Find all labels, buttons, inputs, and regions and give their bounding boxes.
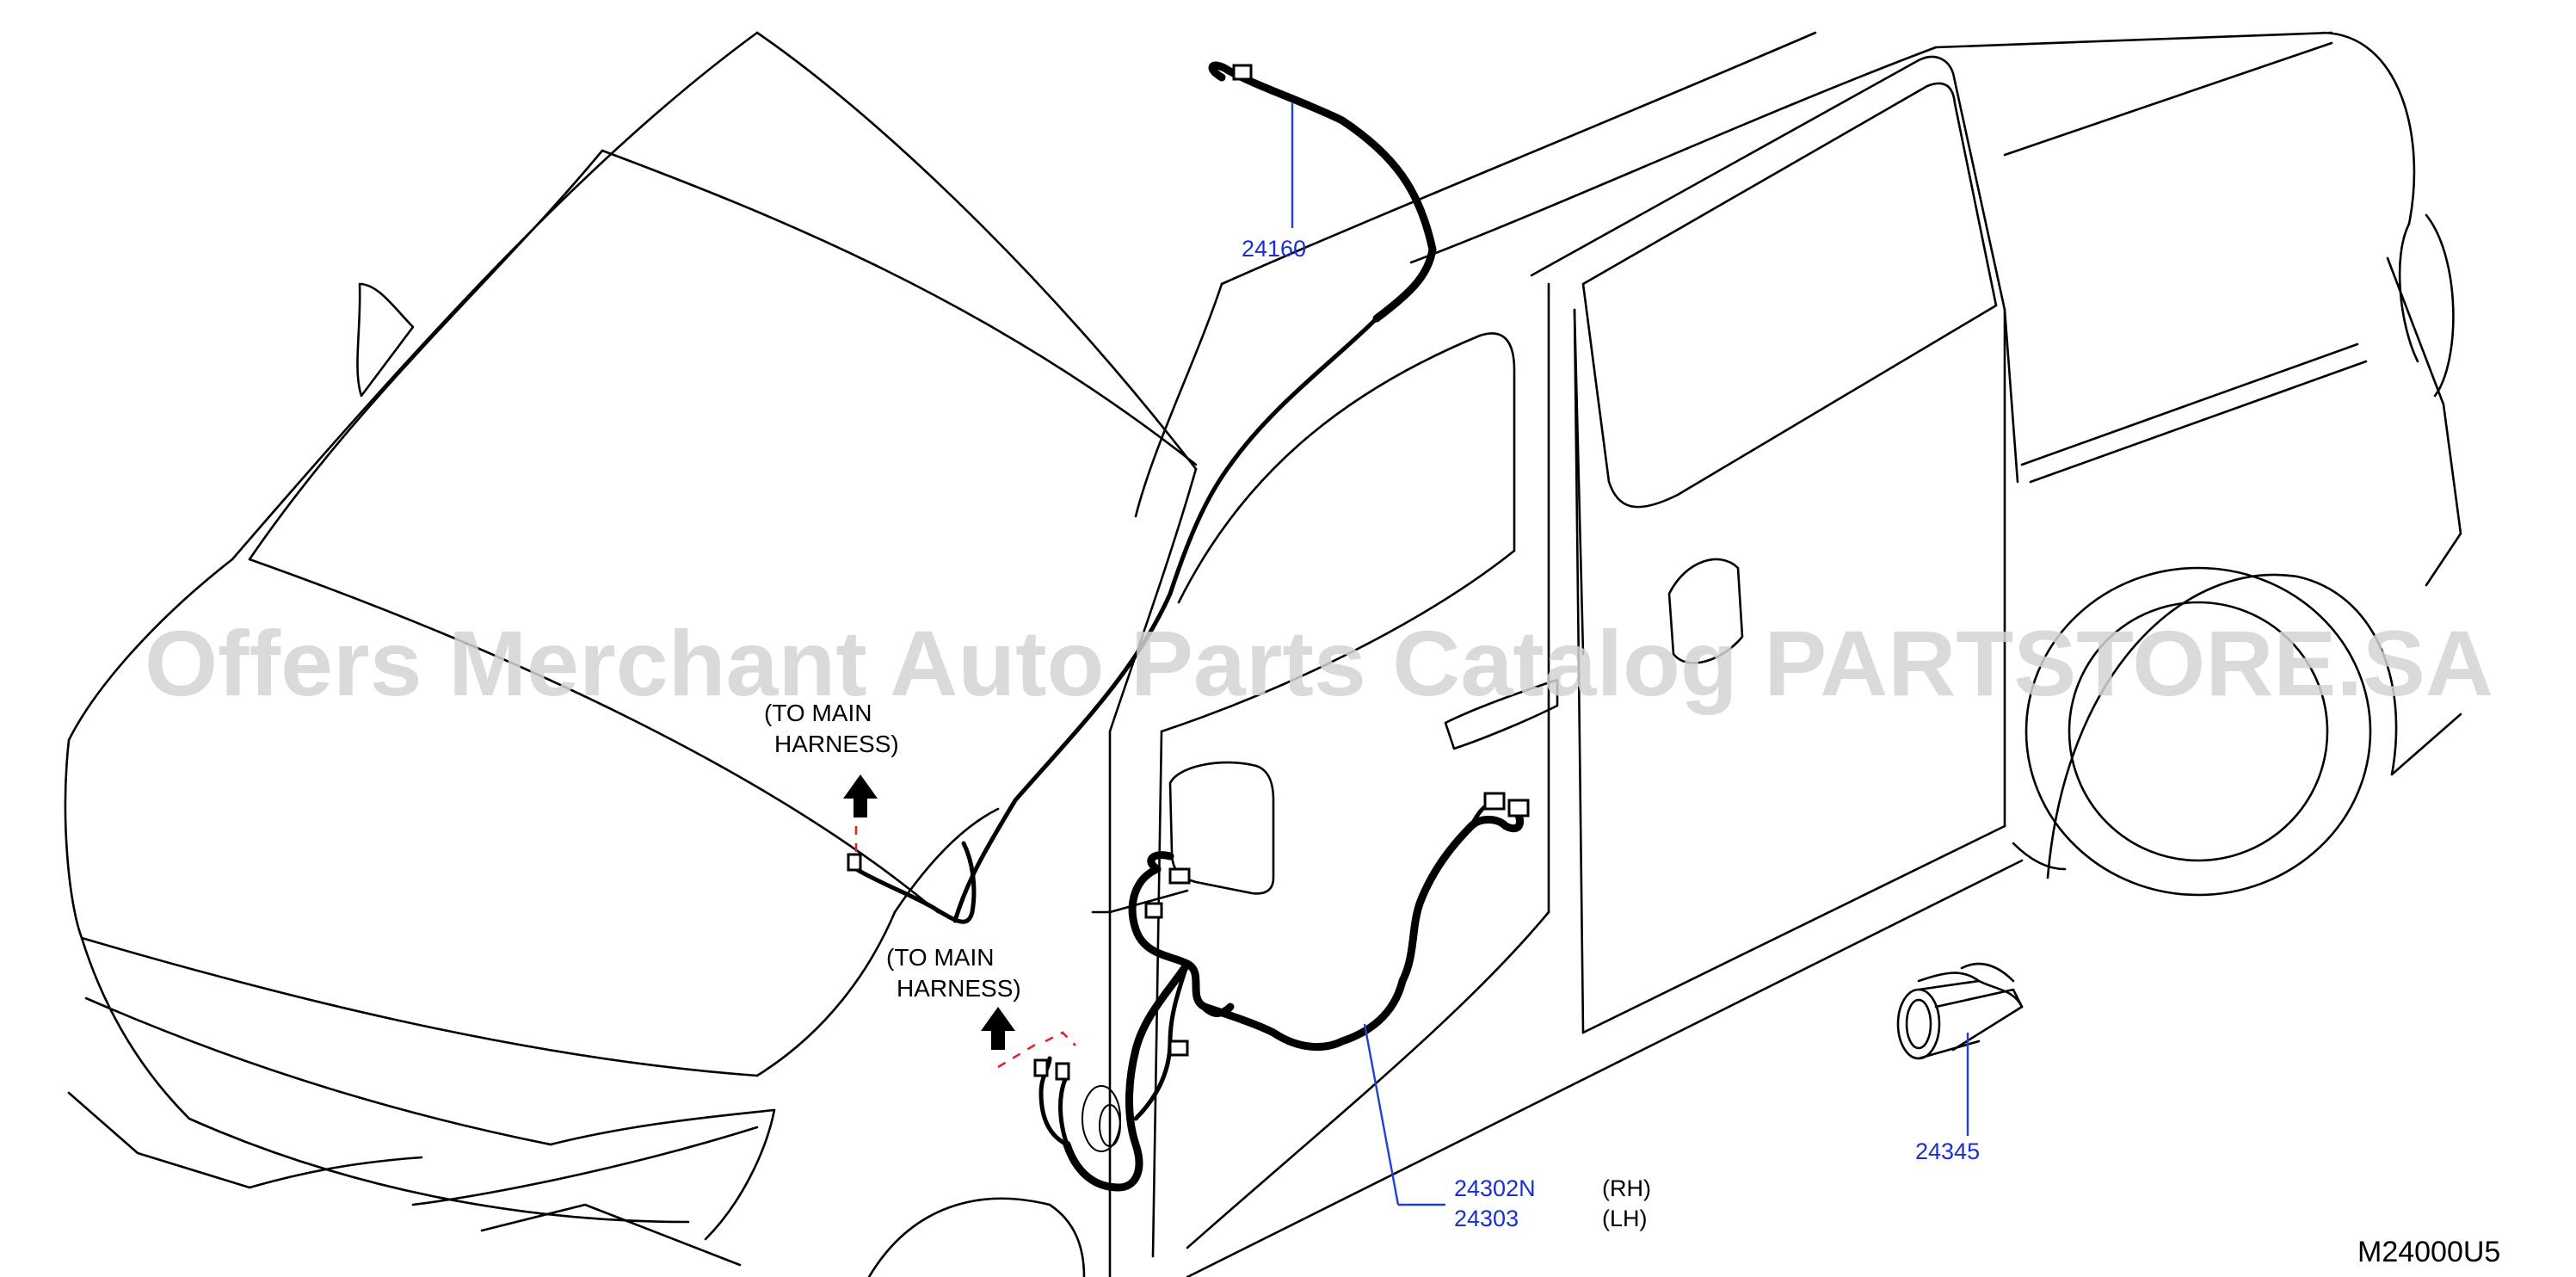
callout-24345[interactable]: 24345	[1915, 1138, 1980, 1164]
note-lower-line1: (TO MAIN	[886, 944, 994, 971]
side-label-rh: (RH)	[1602, 1175, 1651, 1201]
door-harness-24302	[981, 792, 1530, 1192]
vehicle-outline	[64, 31, 2462, 1277]
arrow-up-icon	[981, 1007, 1015, 1050]
diagram-code: M24000U5	[2357, 1236, 2500, 1268]
roof-harness-24160	[952, 61, 1437, 923]
side-label-lh: (LH)	[1602, 1206, 1648, 1231]
note-upper-line1: (TO MAIN	[764, 700, 872, 726]
callout-24302N[interactable]: 24302N	[1454, 1175, 1536, 1201]
callout-24160[interactable]: 24160	[1242, 236, 1306, 262]
leader-lines	[1291, 103, 1969, 1206]
note-upper-line2: HARNESS)	[774, 731, 899, 757]
watermark-text: Offers Merchant Auto Parts Catalog PARTS…	[145, 611, 2493, 715]
link-harness-upper	[843, 774, 977, 924]
note-lower-line2: HARNESS)	[897, 975, 1021, 1002]
protector-24345	[1896, 962, 2024, 1060]
callout-24303[interactable]: 24303	[1454, 1206, 1519, 1231]
arrow-up-icon	[843, 774, 878, 817]
